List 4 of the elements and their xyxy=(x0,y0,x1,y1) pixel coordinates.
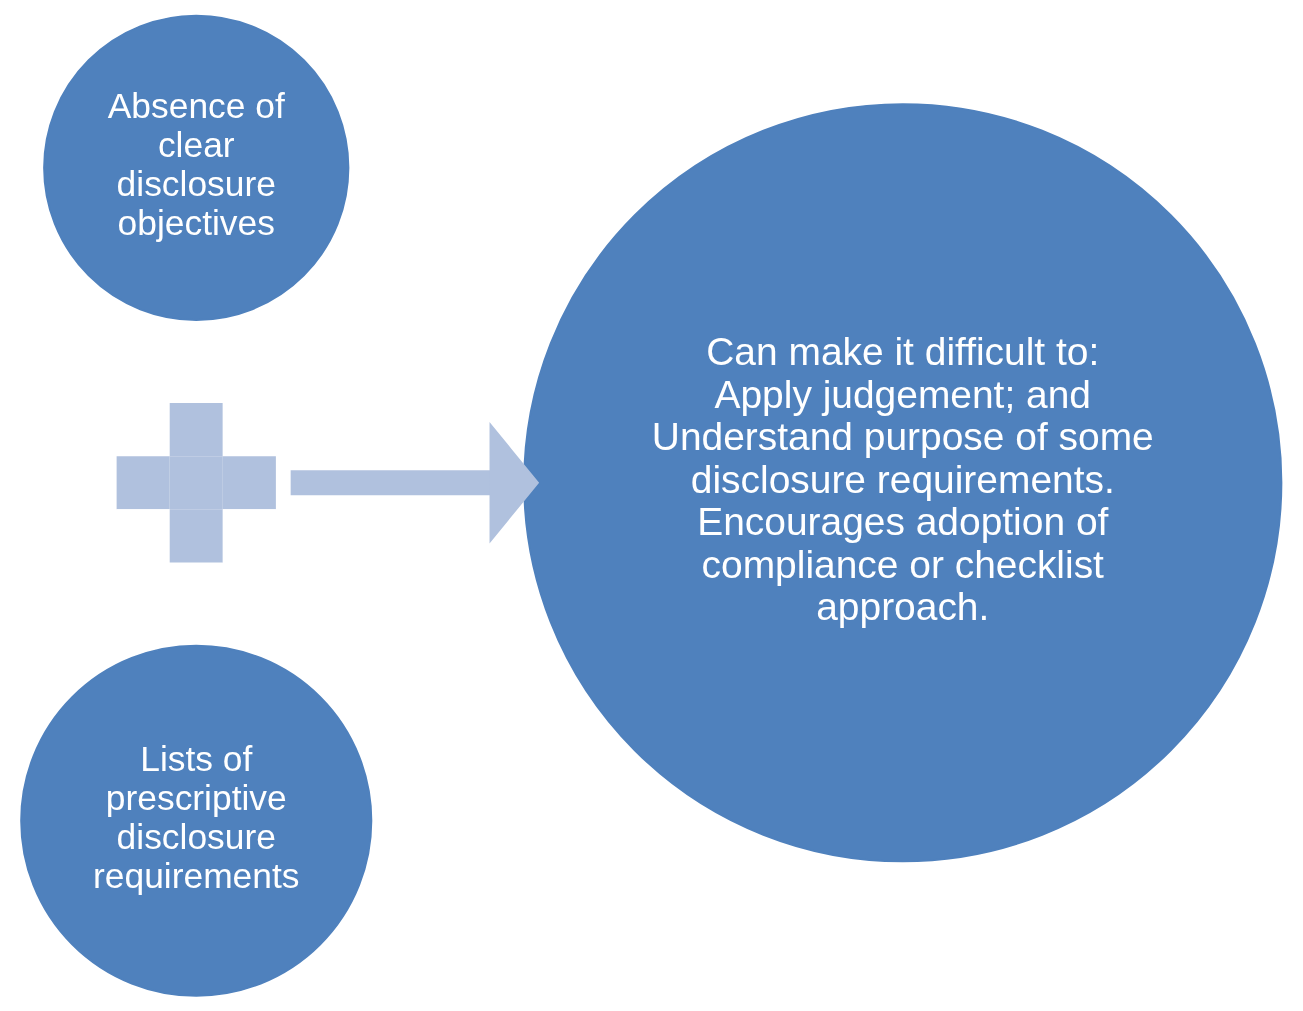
node-circle: Absence of clear disclosure objectives xyxy=(43,14,350,321)
node-circle: Lists of prescriptive disclosure requirements xyxy=(20,644,373,997)
node-circle: Can make it difficult to: Apply judgement; and Understand purpose of some disclosure requirements. Encourages adoption of compliance or checklist approach. xyxy=(523,103,1283,863)
arrow xyxy=(290,421,540,544)
